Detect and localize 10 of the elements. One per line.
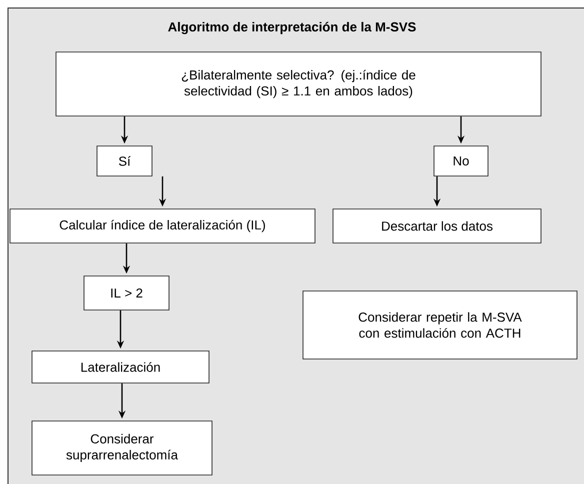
process-box: ¿Bilateralmente selectiva? (ej.:índice de selectividad (SI) ≥ 1.1 en ambos lados) [56, 52, 542, 116]
process-box: Sí [96, 146, 152, 176]
process-box: No [434, 146, 488, 176]
process-box: Descartar los datos [332, 208, 542, 244]
process-box: Considerar repetir la M-SVA con estimulación con ACTH [302, 290, 578, 360]
process-box: Lateralización [32, 350, 210, 384]
title: Algoritmo de interpretación de la M-SVS [168, 22, 416, 34]
process-box: IL > 2 [84, 276, 170, 310]
process-box: Calcular índice de lateralización (IL) [10, 208, 316, 244]
process-box: Considerar suprarrenalectomía [32, 420, 212, 476]
